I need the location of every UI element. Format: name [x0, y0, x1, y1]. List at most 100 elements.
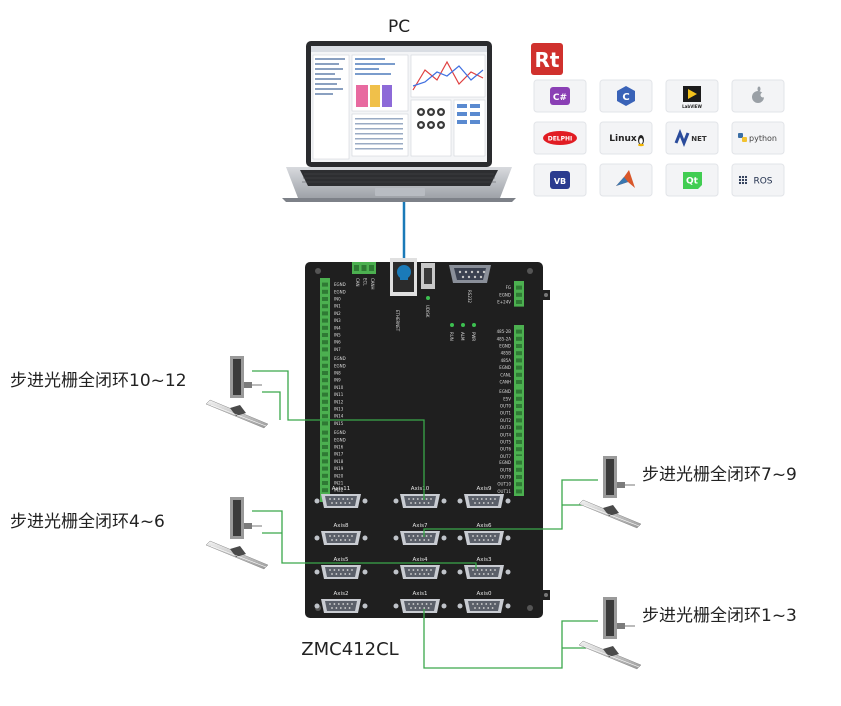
qt-logo: Qt: [665, 163, 719, 197]
terminal-label: CANL: [500, 372, 512, 377]
terminal-label: EGND: [499, 292, 511, 297]
terminal-label: IN21: [334, 481, 344, 486]
terminal-label: CAN: [355, 278, 360, 287]
terminal-label: IN3: [334, 318, 341, 323]
terminal-label: EGND: [499, 460, 511, 465]
ros-logo-text: ROS: [753, 177, 772, 187]
terminal-label: IN15: [334, 421, 344, 426]
encoder-group-label: 步进光栅全闭环4~6: [10, 512, 165, 532]
grating-scale-icon: [205, 399, 269, 429]
terminal-label: 485B: [501, 351, 512, 356]
matlab-logo: [599, 163, 653, 197]
terminal-label: IN14: [334, 414, 344, 419]
svg-text:Rt: Rt: [535, 48, 560, 72]
rs232-label: RS232: [467, 290, 472, 303]
encoder-groups: 步进光栅全闭环10~12 步进光栅全闭环4~6 步进光栅全闭环7~9 步进光栅全闭环1…: [10, 356, 797, 670]
axis-port: Axis8: [314, 523, 368, 545]
rs232-port: [449, 265, 491, 283]
laptop-icon: [282, 41, 516, 202]
axis-port: Axis7: [393, 523, 447, 545]
axis-port: Axis10: [393, 486, 447, 508]
linux-logo: Linux: [599, 121, 653, 155]
c-logo-text: C: [622, 92, 629, 103]
grating-scale-icon: [578, 640, 642, 670]
terminal-label: IN0: [334, 297, 341, 302]
axis-port-label: Axis4: [413, 557, 428, 563]
encoder-group: 步进光栅全闭环10~12: [10, 356, 269, 429]
terminal-label: OUT8: [500, 467, 512, 472]
terminal-label: IN10: [334, 385, 344, 390]
terminal-label: EGND: [334, 289, 346, 294]
axis-port-label: Axis11: [332, 486, 350, 492]
dotnet-logo: NET: [665, 121, 719, 155]
encoder-group-label: 步进光栅全闭环1~3: [642, 606, 797, 626]
terminal-label: IN1: [334, 304, 341, 309]
csharp-logo: C#: [533, 79, 587, 113]
terminal-label: ECL: [363, 278, 368, 286]
python-logo-text: python: [749, 134, 777, 143]
terminal-label: OUT7: [500, 454, 512, 459]
grating-scale-icon: [205, 540, 269, 570]
terminal-label: EGND: [334, 430, 346, 435]
terminal-label: IN13: [334, 407, 344, 412]
terminal-label: IN8: [334, 371, 341, 376]
stepper-motor-icon: [603, 456, 635, 498]
terminal-label: E+24V: [497, 300, 511, 305]
axis-port-label: Axis5: [334, 557, 349, 563]
terminal-label: E5V: [503, 396, 511, 401]
ros-logo: ROS: [731, 163, 785, 197]
axis-port-label: Axis10: [411, 486, 430, 492]
encoder-wiring: [252, 370, 598, 669]
axis-port: Axis11: [314, 486, 368, 508]
axis-port: Axis2: [314, 591, 368, 613]
terminal-label: IN17: [334, 452, 344, 457]
terminal-label: 485-2A: [497, 336, 512, 341]
terminal-label: CANH: [499, 380, 511, 385]
terminal-label: IN19: [334, 466, 344, 471]
terminal-label: IN16: [334, 445, 344, 450]
c-logo: C: [599, 79, 653, 113]
ethernet-label: ETHERNET: [395, 310, 400, 332]
terminal-label: IN20: [334, 473, 344, 478]
terminal-label: OUT2: [500, 418, 512, 423]
terminal-label: FG: [506, 285, 511, 290]
vb-logo: VB: [533, 163, 587, 197]
axis-port-label: Axis3: [477, 557, 492, 563]
terminal-label: EGND: [334, 437, 346, 442]
terminal-label: IN6: [334, 340, 341, 345]
terminal-label: EGND: [499, 365, 511, 370]
stepper-motor-icon: [230, 497, 262, 539]
python-logo: python: [731, 121, 785, 155]
terminal-block-right_pwr: FG EGND E+24V: [497, 281, 524, 307]
axis-port-label: Axis7: [413, 523, 428, 529]
terminal-label: IN11: [334, 392, 344, 397]
terminal-label: IN2: [334, 311, 341, 316]
terminal-label: OUT5: [500, 440, 512, 445]
terminal-blocks: EGNDEGNDIN0IN1IN2IN3IN4IN5IN6IN7EGNDEGND…: [320, 262, 524, 502]
axis-port-label: Axis1: [413, 591, 428, 597]
encoder-group-label: 步进光栅全闭环7~9: [642, 465, 797, 485]
axis-port: Axis3: [457, 557, 511, 579]
axis-port-label: Axis9: [477, 486, 492, 492]
rt-logo: Rt: [531, 43, 563, 75]
terminal-label: EGND: [334, 363, 346, 368]
led-pwr-label: PWR: [471, 332, 476, 341]
terminal-label: EGND: [334, 356, 346, 361]
terminal-label: IN18: [334, 459, 344, 464]
axis-port: Axis5: [314, 557, 368, 579]
qt-logo-text: Qt: [686, 177, 699, 187]
encoder-group-label: 步进光栅全闭环10~12: [10, 371, 187, 391]
terminal-label: EGND: [499, 344, 511, 349]
terminal-label: IN22: [334, 488, 344, 493]
csharp-logo-text: C#: [553, 93, 567, 103]
axis-port-label: Axis2: [334, 591, 349, 597]
labview-logo-text: LabVIEW: [682, 104, 702, 109]
